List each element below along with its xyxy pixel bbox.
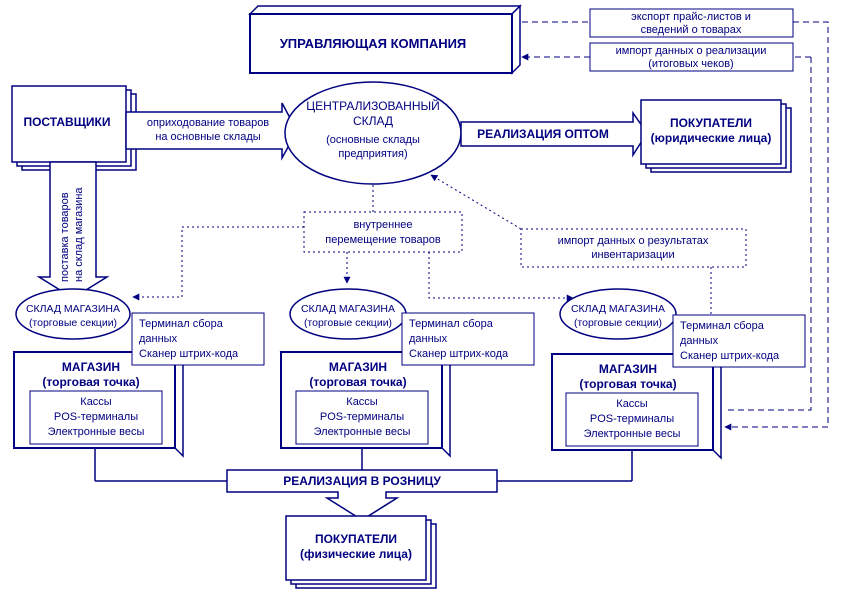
- suppliers-title: ПОСТАВЩИКИ: [23, 115, 110, 129]
- svg-text:данных: данных: [409, 333, 448, 345]
- retail-label: РЕАЛИЗАЦИЯ В РОЗНИЦУ: [283, 474, 441, 488]
- svg-text:МАГАЗИН: МАГАЗИН: [329, 360, 387, 374]
- inventory-import-label: импорт данных о результатах инвентаризац…: [430, 174, 747, 315]
- svg-text:МАГАЗИН: МАГАЗИН: [599, 362, 657, 376]
- svg-text:Сканер штрих-кода: Сканер штрих-кода: [139, 348, 239, 360]
- svg-text:сведений о товарах: сведений о товарах: [641, 24, 742, 36]
- import-sales-label: импорт данных о реализации (итоговых чек…: [589, 42, 794, 72]
- svg-text:экспорт прайс-листов и: экспорт прайс-листов и: [631, 11, 751, 23]
- import-sales-dashed-line: [521, 53, 812, 411]
- svg-text:Сканер штрих-кода: Сканер штрих-кода: [680, 350, 780, 362]
- svg-text:POS-терминалы: POS-терминалы: [320, 411, 404, 423]
- central-warehouse: ЦЕНТРАЛИЗОВАННЫЙ СКЛАД (основные склады …: [284, 81, 462, 185]
- svg-text:Кассы: Кассы: [80, 396, 112, 408]
- svg-text:СКЛАД МАГАЗИНА: СКЛАД МАГАЗИНА: [571, 303, 665, 315]
- terminal-box-1: [131, 312, 265, 366]
- svg-text:(торговые секции): (торговые секции): [574, 317, 662, 329]
- svg-text:ЦЕНТРАЛИЗОВАННЫЙ: ЦЕНТРАЛИЗОВАННЫЙ: [306, 98, 439, 113]
- wholesale-label: РЕАЛИЗАЦИЯ ОПТОМ: [477, 127, 609, 141]
- receipt-arrow: оприходование товаров на основные склады: [125, 102, 298, 161]
- svg-text:Кассы: Кассы: [346, 396, 378, 408]
- store-warehouse-3: [559, 288, 677, 340]
- svg-text:Электронные весы: Электронные весы: [584, 428, 681, 440]
- svg-text:данных: данных: [680, 335, 719, 347]
- svg-text:на основные склады: на основные склады: [155, 131, 260, 143]
- svg-text:Электронные весы: Электронные весы: [314, 426, 411, 438]
- svg-text:ПОКУПАТЕЛИ: ПОКУПАТЕЛИ: [315, 532, 397, 546]
- svg-text:оприходование товаров: оприходование товаров: [147, 117, 269, 129]
- svg-text:Электронные весы: Электронные весы: [48, 426, 145, 438]
- management-company-box: УПРАВЛЯЮЩАЯ КОМПАНИЯ: [248, 4, 522, 75]
- svg-text:Сканер штрих-кода: Сканер штрих-кода: [409, 348, 509, 360]
- svg-text:СКЛАД МАГАЗИНА: СКЛАД МАГАЗИНА: [301, 303, 395, 315]
- supply-store-arrow: поставка товаров на склад магазина: [36, 161, 110, 299]
- wholesale-arrow: РЕАЛИЗАЦИЯ ОПТОМ: [460, 110, 648, 158]
- svg-text:на склад магазина: на склад магазина: [73, 187, 85, 282]
- internal-transfer-label: внутреннее перемещение товаров: [303, 185, 463, 253]
- terminal-box-2: [401, 312, 535, 366]
- suppliers-box: ПОСТАВЩИКИ: [11, 85, 137, 171]
- svg-text:(итоговых чеков): (итоговых чеков): [648, 58, 733, 70]
- export-price-label: экспорт прайс-листов и сведений о товара…: [589, 8, 794, 38]
- svg-text:поставка товаров: поставка товаров: [59, 192, 71, 282]
- svg-text:POS-терминалы: POS-терминалы: [590, 413, 674, 425]
- svg-text:(основные склады: (основные склады: [326, 134, 420, 146]
- svg-text:перемещение товаров: перемещение товаров: [325, 234, 441, 246]
- retail-sales-bar: РЕАЛИЗАЦИЯ В РОЗНИЦУ: [94, 448, 633, 521]
- svg-text:Кассы: Кассы: [616, 398, 648, 410]
- svg-text:(торговая точка): (торговая точка): [42, 375, 139, 389]
- export-dashed-line: [522, 21, 829, 431]
- svg-text:(торговая точка): (торговая точка): [309, 375, 406, 389]
- svg-text:(торговые секции): (торговые секции): [29, 317, 117, 329]
- store-unit-1: СКЛАД МАГАЗИНА (торговые секции) МАГАЗИН…: [12, 288, 265, 458]
- svg-text:импорт данных о результатах: импорт данных о результатах: [558, 235, 709, 247]
- store-warehouse-1: [15, 288, 131, 340]
- store-unit-2: СКЛАД МАГАЗИНА (торговые секции) МАГАЗИН…: [279, 288, 535, 458]
- svg-text:данных: данных: [139, 333, 178, 345]
- svg-text:СКЛАД МАГАЗИНА: СКЛАД МАГАЗИНА: [26, 303, 120, 315]
- store-unit-3: СКЛАД МАГАЗИНА (торговые секции) МАГАЗИН…: [550, 288, 806, 460]
- svg-text:Терминал сбора: Терминал сбора: [139, 318, 224, 330]
- svg-text:инвентаризации: инвентаризации: [591, 249, 674, 261]
- transfer-dotted-lines: [132, 226, 574, 302]
- svg-text:Терминал сбора: Терминал сбора: [409, 318, 494, 330]
- management-company-title: УПРАВЛЯЮЩАЯ КОМПАНИЯ: [280, 36, 467, 51]
- buyers-individual-box: ПОКУПАТЕЛИ (физические лица): [285, 515, 437, 589]
- svg-text:POS-терминалы: POS-терминалы: [54, 411, 138, 423]
- svg-text:Терминал сбора: Терминал сбора: [680, 320, 765, 332]
- svg-text:(торговая точка): (торговая точка): [579, 377, 676, 391]
- svg-text:МАГАЗИН: МАГАЗИН: [62, 360, 120, 374]
- svg-text:ПОКУПАТЕЛИ: ПОКУПАТЕЛИ: [670, 116, 752, 130]
- svg-text:(торговые секции): (торговые секции): [304, 317, 392, 329]
- svg-text:(физические лица): (физические лица): [300, 547, 412, 561]
- svg-text:внутреннее: внутреннее: [353, 219, 412, 231]
- svg-text:предприятия): предприятия): [338, 148, 407, 160]
- svg-text:импорт данных о реализации: импорт данных о реализации: [616, 45, 767, 57]
- buyers-legal-box: ПОКУПАТЕЛИ (юридические лица): [640, 99, 792, 173]
- svg-text:(юридические лица): (юридические лица): [651, 131, 772, 145]
- svg-text:СКЛАД: СКЛАД: [353, 114, 393, 128]
- terminal-box-3: [672, 314, 806, 368]
